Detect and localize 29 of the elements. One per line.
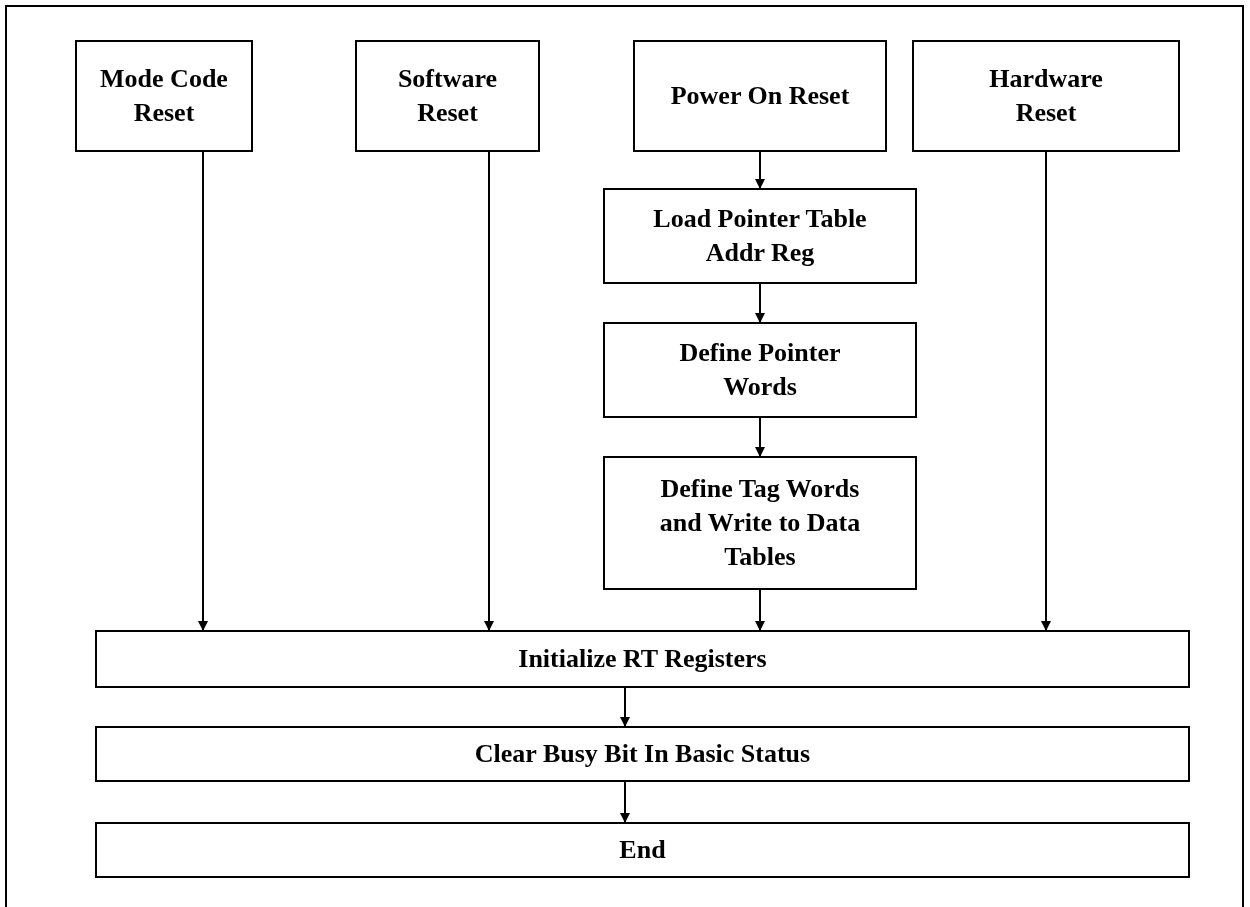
process-box: [355, 40, 540, 152]
arrow: [755, 417, 765, 457]
box-label: Clear Busy Bit In Basic Status: [474, 738, 811, 770]
process-box: [603, 188, 917, 284]
box-label: Load Pointer Table Addr Reg: [652, 203, 868, 269]
arrow: [620, 781, 630, 823]
process-box: [603, 322, 917, 418]
box-label: Software Reset: [396, 63, 499, 129]
box-label: Power On Reset: [670, 80, 850, 112]
arrow: [1041, 151, 1051, 631]
process-box: [912, 40, 1180, 152]
arrow: [755, 151, 765, 189]
box-label: End: [619, 834, 666, 866]
box-label: Initialize RT Registers: [518, 643, 767, 675]
arrow: [755, 589, 765, 631]
process-box: [95, 630, 1190, 688]
process-box: [75, 40, 253, 152]
arrow: [198, 151, 208, 631]
box-label: Mode Code Reset: [99, 63, 229, 129]
process-box: [95, 726, 1190, 782]
box-label: Hardware Reset: [988, 63, 1104, 129]
arrow: [620, 687, 630, 727]
arrow: [755, 283, 765, 323]
arrow: [484, 151, 494, 631]
box-label: Define Tag Words and Write to Data Tables: [658, 473, 862, 573]
process-box: [95, 822, 1190, 878]
process-box: [603, 456, 917, 590]
process-box: [633, 40, 887, 152]
box-label: Define Pointer Words: [678, 337, 842, 403]
